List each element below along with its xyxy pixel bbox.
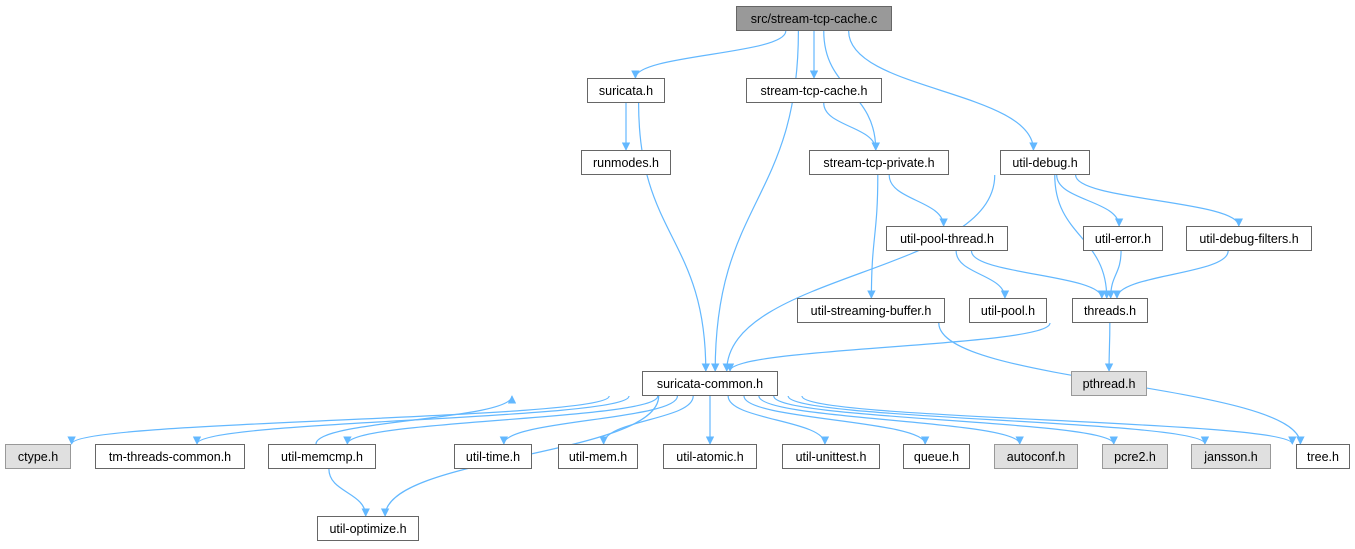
edge-common-to-umemcmp (343, 395, 659, 445)
node-util-memcmp-h[interactable]: util-memcmp.h (268, 444, 376, 469)
edge-root-to-udebug (848, 30, 1038, 151)
edge-suricata-to-common (638, 102, 710, 372)
edge-stcache-to-stpriv (823, 102, 880, 151)
edge-upoolthread-to-upool (955, 250, 1010, 299)
edge-common-to-utime (499, 395, 679, 445)
edge-udebug-to-threads (1054, 174, 1111, 299)
node-util-debug-filters-h[interactable]: util-debug-filters.h (1186, 226, 1312, 251)
node-util-streaming-buffer-h[interactable]: util-streaming-buffer.h (797, 298, 945, 323)
node-src-stream-tcp-cache-c: src/stream-tcp-cache.c (736, 6, 892, 31)
edge-common-to-autoconf (758, 395, 1024, 445)
edge-common-to-uunittest (727, 395, 830, 445)
edge-stpriv-to-ustream (867, 174, 879, 299)
edge-umemcmp-to-common (315, 395, 517, 445)
node-util-mem-h[interactable]: util-mem.h (558, 444, 638, 469)
node-ctype-h: ctype.h (5, 444, 71, 469)
node-util-error-h[interactable]: util-error.h (1083, 226, 1163, 251)
node-util-pool-h[interactable]: util-pool.h (969, 298, 1047, 323)
node-stream-tcp-cache-h[interactable]: stream-tcp-cache.h (746, 78, 882, 103)
node-util-optimize-h[interactable]: util-optimize.h (317, 516, 419, 541)
node-tree-h[interactable]: tree.h (1296, 444, 1350, 469)
edge-common-to-pcre2 (773, 395, 1118, 445)
node-util-pool-thread-h[interactable]: util-pool-thread.h (886, 226, 1008, 251)
edge-threads-to-common (725, 322, 1051, 372)
edge-common-to-queue (743, 395, 930, 445)
node-pcre2-h: pcre2.h (1102, 444, 1168, 469)
edge-udebug-to-udbgfilters (1075, 174, 1243, 227)
edge-udebug-to-common (722, 174, 996, 372)
node-suricata-h[interactable]: suricata.h (587, 78, 665, 103)
node-util-unittest-h[interactable]: util-unittest.h (782, 444, 880, 469)
edge-common-to-ctype (67, 395, 610, 445)
node-queue-h[interactable]: queue.h (903, 444, 970, 469)
edge-common-to-umem (599, 395, 694, 445)
node-pthread-h: pthread.h (1071, 371, 1147, 396)
node-util-time-h[interactable]: util-time.h (454, 444, 532, 469)
edge-udebug-to-uerror (1056, 174, 1124, 227)
node-threads-h[interactable]: threads.h (1072, 298, 1148, 323)
edge-udbgfilters-to-threads (1112, 250, 1229, 299)
edge-upoolthread-to-threads (970, 250, 1107, 299)
edge-threads-to-pthread (1104, 322, 1114, 372)
node-runmodes-h[interactable]: runmodes.h (581, 150, 671, 175)
edge-stpriv-to-upoolthread (888, 174, 948, 227)
edge-umemcmp-to-uoptimize (328, 468, 370, 517)
node-tm-threads-common-h[interactable]: tm-threads-common.h (95, 444, 245, 469)
node-util-debug-h[interactable]: util-debug.h (1000, 150, 1090, 175)
node-util-atomic-h[interactable]: util-atomic.h (663, 444, 757, 469)
edge-common-to-jansson (787, 395, 1210, 445)
edge-root-to-suricata (631, 30, 787, 79)
edge-common-to-tree (801, 395, 1297, 445)
edge-uerror-to-threads (1106, 250, 1122, 299)
node-stream-tcp-private-h[interactable]: stream-tcp-private.h (809, 150, 949, 175)
node-autoconf-h: autoconf.h (994, 444, 1078, 469)
node-suricata-common-h[interactable]: suricata-common.h (642, 371, 778, 396)
node-jansson-h: jansson.h (1191, 444, 1271, 469)
